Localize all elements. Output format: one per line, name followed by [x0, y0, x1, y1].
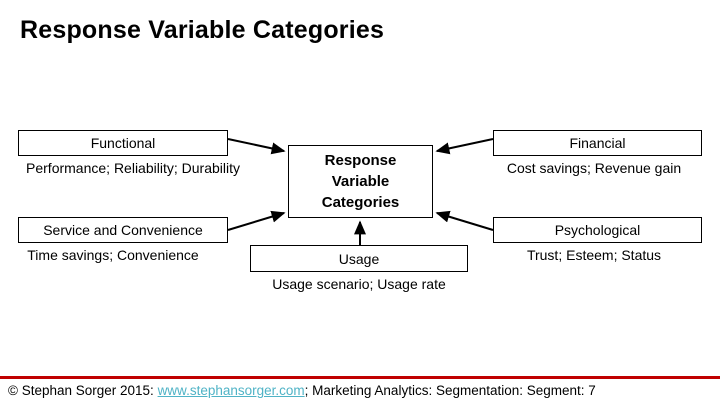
- footer-text: © Stephan Sorger 2015: www.stephansorger…: [8, 383, 712, 399]
- slide-footer: © Stephan Sorger 2015: www.stephansorger…: [0, 374, 720, 405]
- node-box-psychological[interactable]: Psychological: [493, 217, 702, 243]
- node-box-usage[interactable]: Usage: [250, 245, 468, 272]
- node-examples-usage: Usage scenario; Usage rate: [272, 276, 446, 292]
- node-box-service-and-convenience[interactable]: Service and Convenience: [18, 217, 228, 243]
- node-box-functional[interactable]: Functional: [18, 130, 228, 156]
- arrow-connectors: [227, 138, 494, 245]
- footer-reference: ; Marketing Analytics: Segmentation: Seg…: [304, 383, 596, 398]
- footer-divider: [0, 376, 720, 379]
- center-line-1: Response: [324, 152, 397, 169]
- node-examples-functional: Performance; Reliability; Durability: [26, 160, 240, 176]
- arrow-functional-to-center: [227, 138, 286, 155]
- center-line-2: Variable: [331, 173, 390, 190]
- arrow-service-to-center: [227, 210, 286, 231]
- arrow-psychological-to-center: [435, 210, 494, 231]
- node-examples-service-and-convenience: Time savings; Convenience: [27, 247, 199, 263]
- center-line-3: Categories: [321, 194, 400, 211]
- node-examples-psychological: Trust; Esteem; Status: [526, 247, 662, 263]
- footer-copyright: © Stephan Sorger 2015:: [8, 383, 158, 398]
- arrow-financial-to-center: [435, 138, 494, 155]
- footer-website-link[interactable]: www.stephansorger.com: [157, 383, 305, 398]
- page-title: Response Variable Categories: [20, 16, 385, 44]
- node-examples-financial: Cost savings; Revenue gain: [506, 160, 682, 176]
- node-box-financial[interactable]: Financial: [493, 130, 702, 156]
- node-box-response-variable-categories[interactable]: Response Variable Categories: [288, 145, 433, 218]
- response-variable-categories-diagram: Response Variable Categories Functional …: [18, 130, 702, 292]
